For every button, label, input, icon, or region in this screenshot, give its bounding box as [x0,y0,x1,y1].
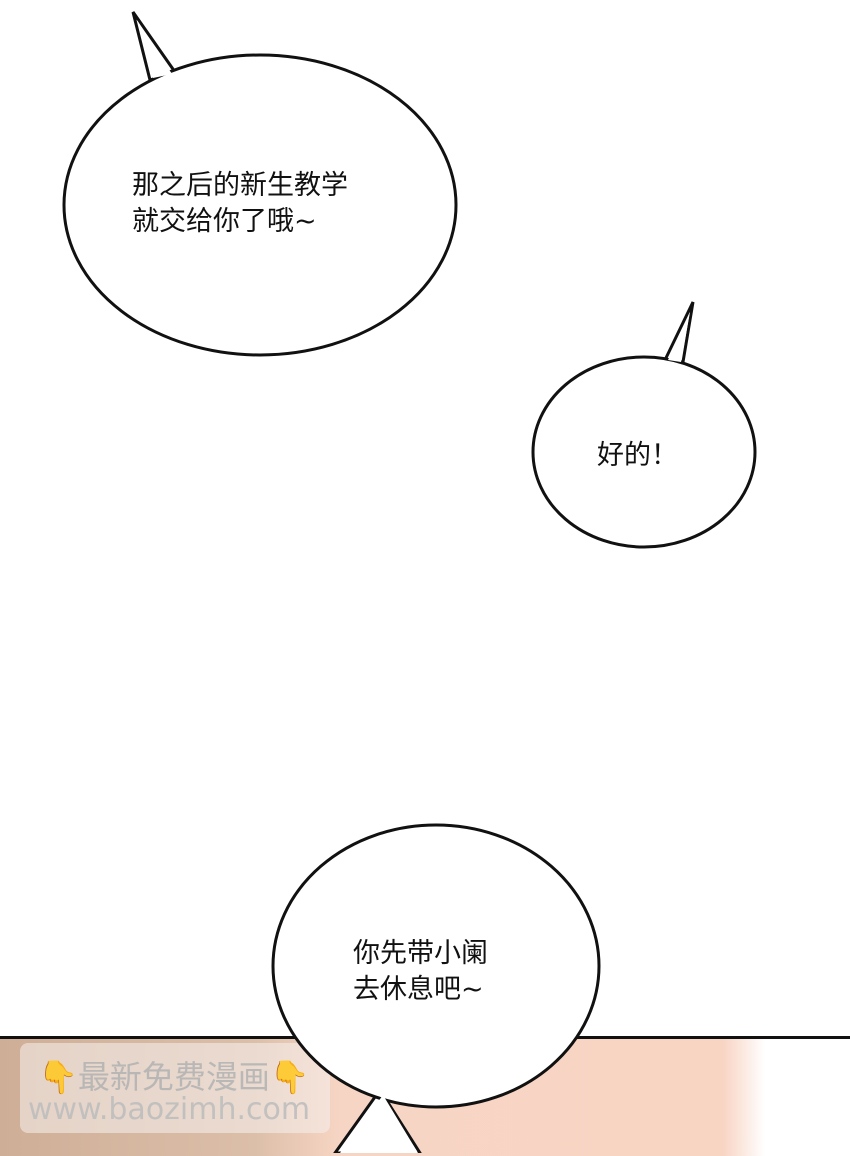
bubble-2-text: 好的！ [597,440,678,471]
bubble-3-text: 你先带小阑 去休息吧~ [353,938,488,1005]
speech-bubble-3-body [271,823,601,1109]
speech-bubble-1-body [62,53,458,357]
watermark-text: 👇最新免费漫画👇 [38,1058,310,1096]
watermark-url: www.baozimh.com [28,1092,311,1127]
speech-bubble-2-body [531,355,757,549]
watermark-box [20,1043,330,1133]
bubble-1-text: 那之后的新生教学 就交给你了哦~ [132,170,348,237]
